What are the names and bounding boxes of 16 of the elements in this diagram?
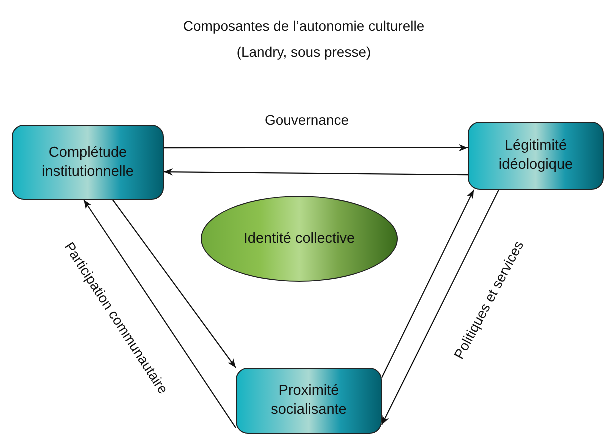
arrow (84, 200, 236, 428)
edge-label: Gouvernance (262, 112, 352, 128)
arrow (112, 200, 236, 368)
diagram-title: Composantes de l’autonomie culturelle (183, 18, 425, 34)
source-citation: (Landry, sous presse) (236, 44, 372, 60)
concept-box (236, 368, 382, 434)
node-label: Proximité socialisante (270, 382, 348, 420)
concept-box (12, 125, 164, 200)
node-label: Légitimité idéologique (498, 137, 574, 175)
concept-box (468, 122, 604, 190)
node-label: Identité collective (244, 230, 356, 248)
node-label: Complétude institutionnelle (41, 144, 135, 182)
arrow (382, 190, 474, 378)
arrow (382, 190, 500, 426)
arrow (164, 168, 468, 176)
arrow (164, 144, 468, 152)
